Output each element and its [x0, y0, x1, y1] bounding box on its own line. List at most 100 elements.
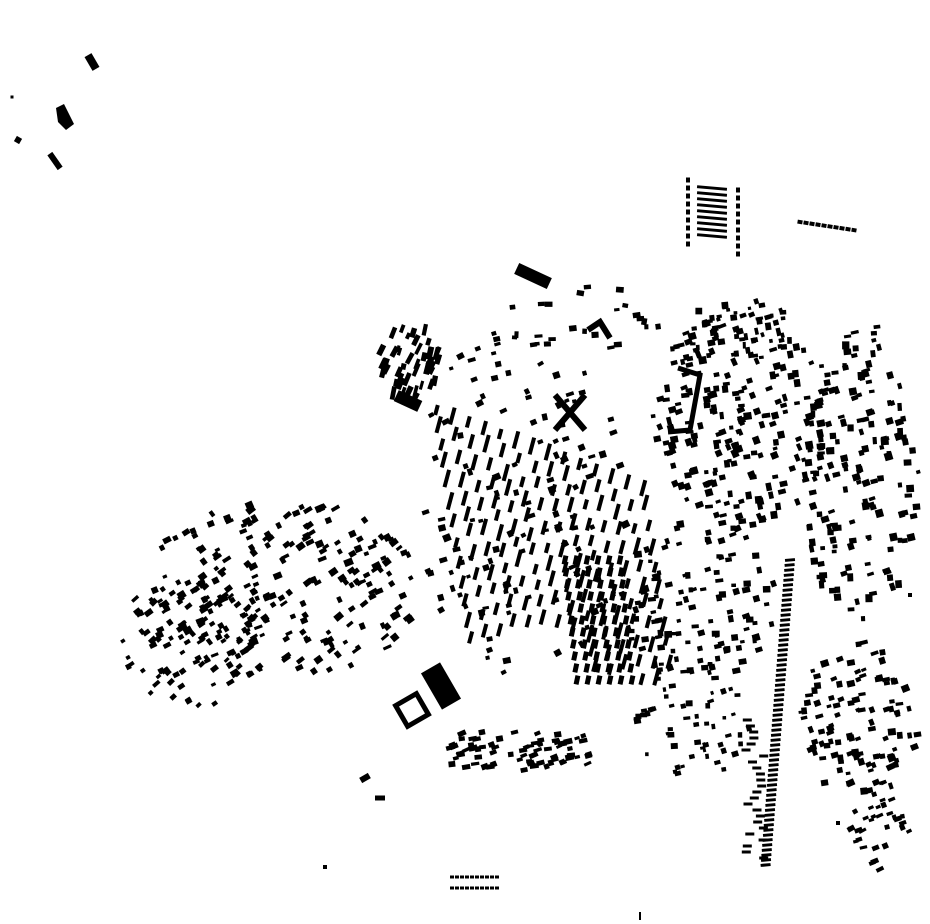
- building: [750, 450, 758, 456]
- building: [641, 494, 650, 511]
- building: [192, 658, 201, 665]
- building: [223, 513, 232, 523]
- building: [650, 655, 658, 669]
- building: [854, 668, 862, 675]
- building: [487, 557, 494, 565]
- building: [638, 645, 647, 652]
- building: [216, 628, 223, 635]
- building: [469, 517, 476, 523]
- building: [214, 547, 221, 553]
- building: [736, 243, 740, 249]
- building: [597, 579, 604, 589]
- building: [758, 302, 766, 309]
- building: [905, 828, 913, 834]
- building: [533, 746, 543, 753]
- building: [776, 663, 787, 667]
- building: [817, 560, 825, 567]
- building: [485, 763, 495, 770]
- building: [561, 555, 569, 565]
- building: [859, 639, 869, 646]
- building: [596, 494, 605, 512]
- building: [196, 637, 205, 645]
- building: [266, 534, 275, 543]
- building: [887, 546, 894, 553]
- building: [478, 728, 486, 736]
- building: [236, 637, 244, 645]
- building: [731, 667, 741, 675]
- building: [696, 209, 728, 215]
- building: [904, 493, 913, 498]
- building: [792, 343, 801, 352]
- building: [149, 597, 159, 607]
- building: [652, 667, 661, 686]
- building: [664, 384, 671, 393]
- building: [474, 398, 485, 408]
- building: [786, 350, 794, 359]
- building: [626, 651, 633, 661]
- building: [875, 674, 884, 682]
- building: [437, 606, 446, 614]
- building: [530, 740, 539, 746]
- building: [640, 708, 648, 714]
- building: [853, 826, 863, 834]
- building: [915, 469, 921, 475]
- building: [400, 549, 409, 557]
- building: [475, 886, 479, 890]
- building: [667, 731, 675, 738]
- building: [760, 863, 771, 867]
- building: [736, 211, 740, 217]
- building: [589, 615, 597, 625]
- building: [859, 845, 868, 850]
- building: [156, 598, 164, 604]
- building: [511, 430, 521, 450]
- building: [866, 571, 875, 577]
- building: [465, 522, 474, 537]
- building: [442, 469, 452, 488]
- building: [184, 697, 193, 705]
- building: [891, 746, 898, 752]
- building: [825, 729, 835, 736]
- building: [800, 715, 808, 721]
- building: [868, 389, 875, 394]
- building: [830, 675, 838, 682]
- building: [703, 402, 711, 409]
- building: [766, 788, 777, 792]
- building: [587, 534, 595, 547]
- building: [154, 635, 162, 643]
- building: [670, 359, 678, 366]
- building: [754, 327, 760, 336]
- building: [694, 500, 704, 509]
- building: [815, 222, 821, 228]
- building: [245, 534, 254, 541]
- building: [769, 371, 777, 380]
- building: [247, 613, 254, 621]
- building: [479, 392, 486, 400]
- building: [205, 637, 214, 646]
- building: [781, 598, 792, 602]
- building: [868, 495, 876, 502]
- building: [528, 751, 539, 760]
- building: [411, 362, 421, 377]
- building: [543, 763, 550, 770]
- building-nw-2: [56, 104, 74, 130]
- building: [850, 329, 859, 335]
- building: [685, 361, 694, 368]
- building: [810, 410, 816, 418]
- building: [470, 454, 479, 471]
- building: [736, 187, 740, 193]
- building: [490, 875, 494, 879]
- building: [872, 436, 878, 445]
- building: [208, 510, 216, 518]
- building: [736, 195, 740, 201]
- building: [385, 570, 393, 577]
- building: [860, 667, 867, 673]
- building: [697, 355, 708, 365]
- building: [755, 512, 763, 520]
- building: [492, 545, 500, 554]
- building: [879, 753, 886, 760]
- building: [302, 577, 314, 588]
- building: [302, 505, 313, 515]
- building: [557, 740, 568, 748]
- building: [675, 630, 682, 637]
- building: [197, 571, 208, 582]
